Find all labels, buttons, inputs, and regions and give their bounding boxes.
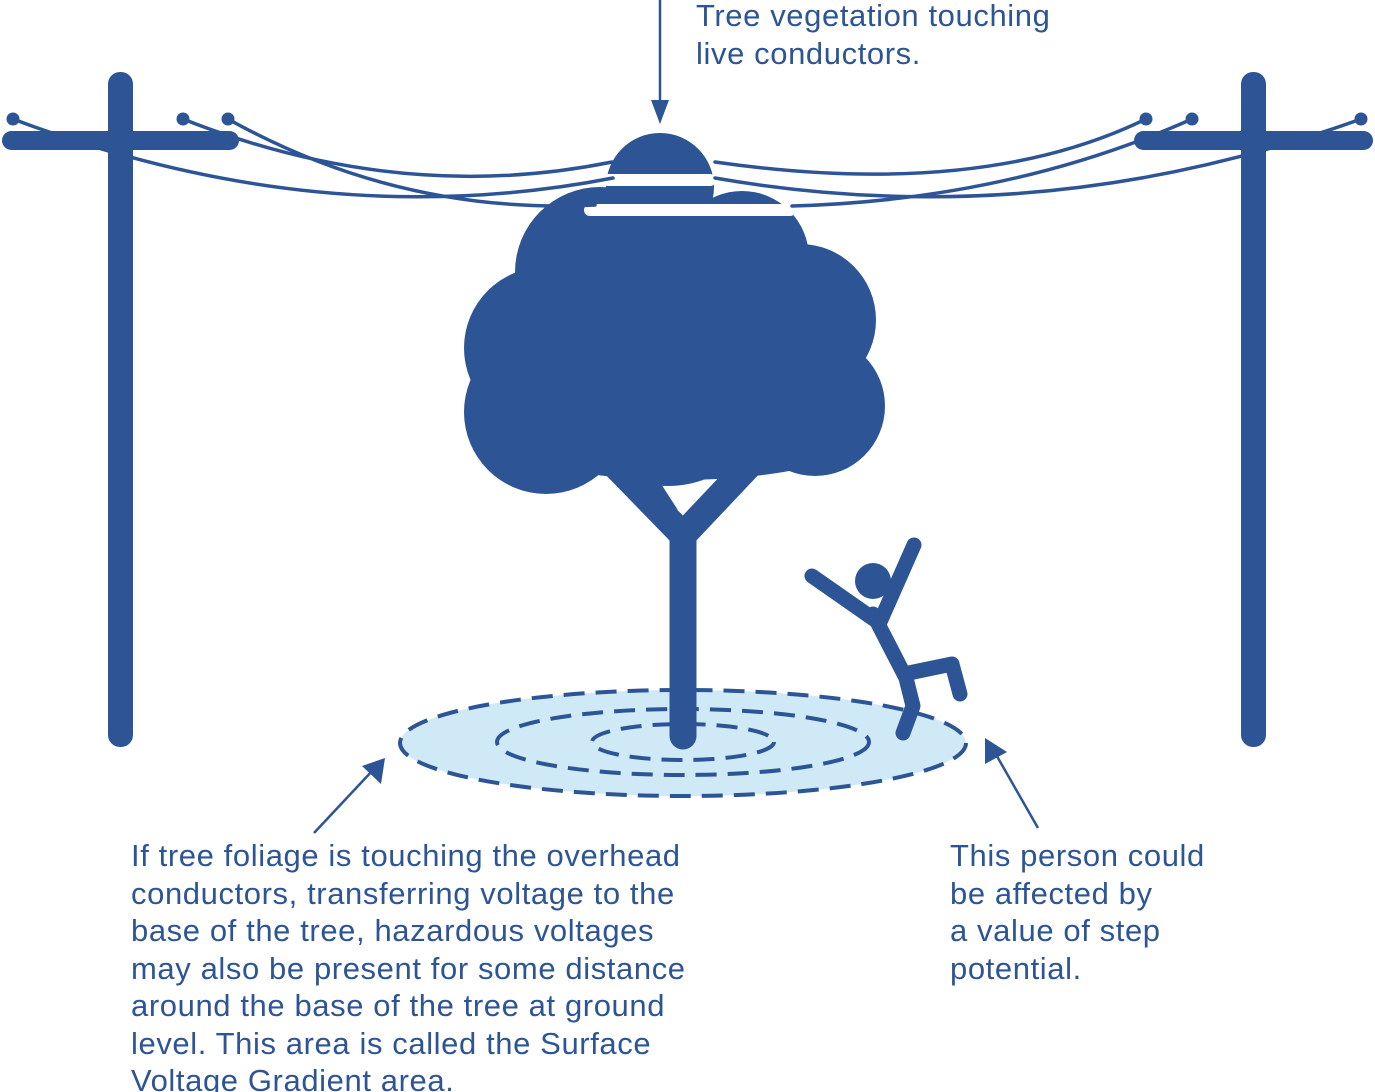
annotation-line: If tree foliage is touching the overhead	[131, 837, 686, 875]
tree-icon	[464, 133, 885, 736]
annotation-line: Tree vegetation touching	[696, 0, 1050, 35]
arrow-left	[314, 758, 385, 833]
annotation-line: level. This area is called the Surface	[131, 1025, 686, 1063]
annotation-line: around the base of the tree at ground	[131, 987, 686, 1025]
annotation-line: live conductors.	[696, 35, 1050, 73]
annotation-line: Voltage Gradient area.	[131, 1062, 686, 1092]
annotation-line: potential.	[950, 950, 1205, 988]
annotation-line: may also be present for some distance	[131, 950, 686, 988]
annotation-line: This person could	[950, 837, 1205, 875]
arrow-right	[985, 738, 1038, 828]
arrow-top	[651, 0, 669, 124]
annotation-line: a value of step	[950, 912, 1205, 950]
annotation-surface-voltage-gradient: If tree foliage is touching the overhead…	[131, 837, 686, 1092]
tree-canopy	[464, 133, 885, 494]
annotation-step-potential: This person could be affected by a value…	[950, 837, 1205, 987]
annotation-vegetation-contact: Tree vegetation touching live conductors…	[696, 0, 1050, 72]
annotation-line: base of the tree, hazardous voltages	[131, 912, 686, 950]
annotation-line: conductors, transferring voltage to the	[131, 875, 686, 913]
annotation-line: be affected by	[950, 875, 1205, 913]
